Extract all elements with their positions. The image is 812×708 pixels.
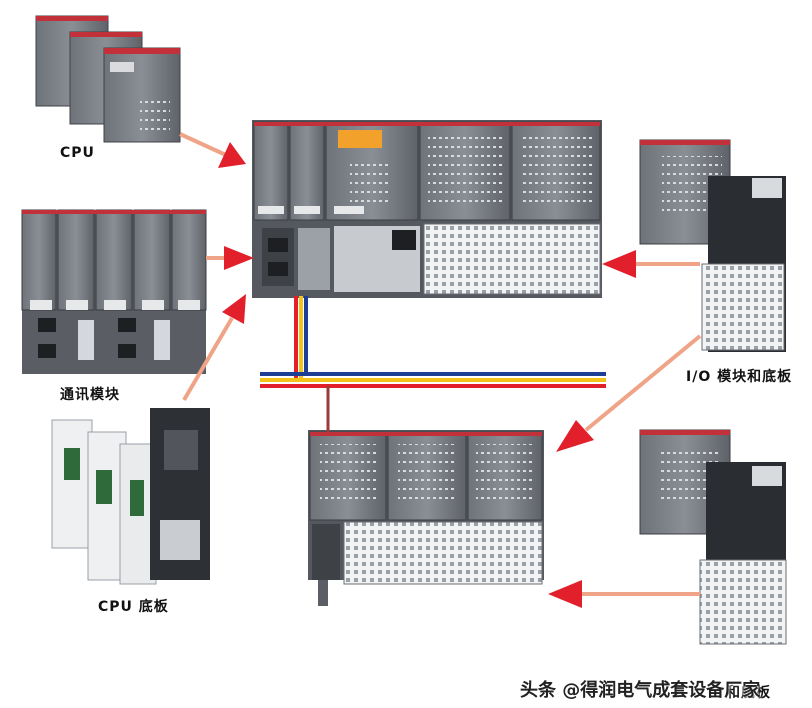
cpu-modules [35, 15, 181, 143]
arrow-cpu-to-rack [179, 132, 246, 168]
label-communication-module: 通讯模块 [60, 387, 120, 403]
communication-modules [21, 209, 207, 374]
label-io-module-and-base: I/O 模块和底板 [686, 369, 793, 385]
fieldbus-cables [260, 296, 606, 432]
connection-arrows [179, 132, 702, 608]
arrow-io-to-rack [602, 250, 700, 278]
remote-io-rack [308, 430, 544, 606]
label-cpu: CPU [60, 145, 95, 161]
label-remote-base: 和底板 [726, 685, 771, 701]
label-cpu-base: CPU 底板 [98, 599, 169, 615]
watermark-text: 头条 @得润电气成套设备厂家 [520, 680, 761, 701]
arrow-io-to-remote [556, 334, 702, 452]
cpu-lcd-display [338, 130, 382, 148]
cpu-module-front [103, 47, 181, 143]
io-module-and-base-bottom [639, 429, 787, 645]
arrow-comm-to-rack [206, 246, 254, 270]
arrow-cpubase-to-rack [182, 294, 246, 402]
cpu-baseplates [51, 408, 210, 585]
main-plc-rack [252, 120, 602, 298]
io-module-and-base-top [639, 139, 786, 352]
arrow-io-bottom-to-remote [548, 580, 700, 608]
